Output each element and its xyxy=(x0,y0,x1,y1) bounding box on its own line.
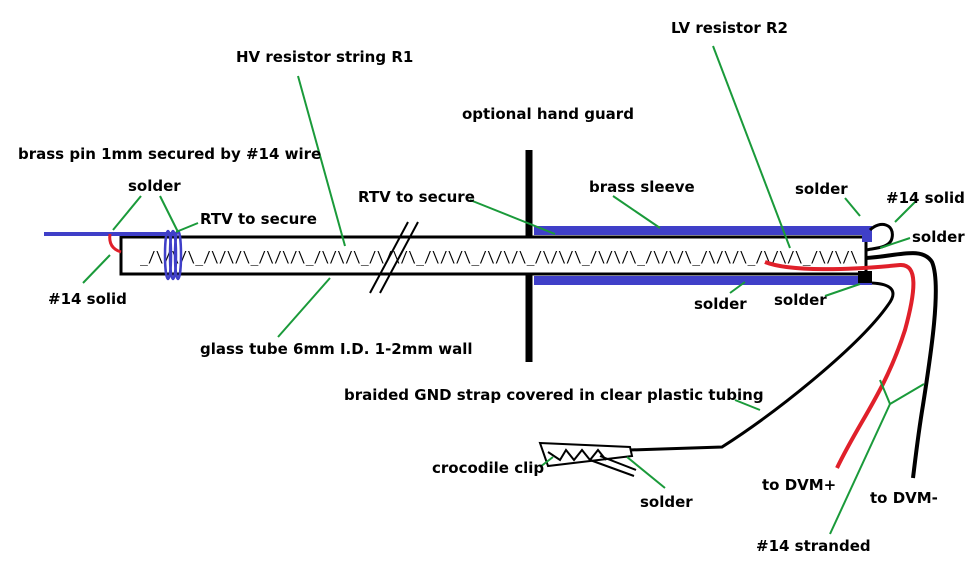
leader-solid-left xyxy=(82,254,111,284)
label-crocodile-clip: crocodile clip xyxy=(432,459,544,477)
label-glass-tube: glass tube 6mm I.D. 1-2mm wall xyxy=(200,340,472,358)
glass-tube xyxy=(119,235,868,276)
label-solder-top-right: solder xyxy=(795,180,848,198)
leader-solder-right xyxy=(879,237,911,249)
label-solder-clip: solder xyxy=(640,493,693,511)
leader-brass-sleeve xyxy=(612,195,661,229)
leader-lv-resistor xyxy=(712,45,791,249)
leader-glass-tube xyxy=(277,277,331,338)
label-stranded: #14 stranded xyxy=(756,537,871,555)
leader-rtv-left xyxy=(175,222,199,233)
label-hand-guard: optional hand guard xyxy=(462,105,634,123)
black-wire-dvm-minus xyxy=(865,251,938,479)
top-end-cap xyxy=(862,229,872,242)
leader-solder-clip xyxy=(626,456,666,489)
red-wire-dvm-plus xyxy=(764,260,916,469)
label-solid-top-right: #14 solid xyxy=(886,189,965,207)
crocodile-clip xyxy=(538,441,637,477)
left-red-wire xyxy=(108,233,122,254)
leader-solder-tl-2 xyxy=(159,195,179,233)
label-lv-resistor: LV resistor R2 xyxy=(671,19,788,37)
label-rtv-middle: RTV to secure xyxy=(358,188,475,206)
leader-stranded-1 xyxy=(829,403,891,535)
break-mark-1 xyxy=(369,221,409,294)
leader-stranded-2 xyxy=(879,379,891,405)
leader-solder-bottom-right xyxy=(824,283,861,297)
leader-gnd-strap xyxy=(734,399,761,411)
leader-solder-tl-1 xyxy=(112,195,142,231)
brass-sleeve-top xyxy=(534,226,872,235)
label-dvm-plus: to DVM+ xyxy=(762,476,836,494)
bottom-end-cap xyxy=(858,271,872,283)
label-hv-resistor: HV resistor string R1 xyxy=(236,48,413,66)
label-solder-right: solder xyxy=(912,228,965,246)
leader-solid-tr xyxy=(894,201,916,223)
break-mark-2 xyxy=(379,221,419,294)
label-solder-under-sleeve: solder xyxy=(694,295,747,313)
leader-hv-resistor xyxy=(297,75,346,247)
label-dvm-minus: to DVM- xyxy=(870,489,938,507)
label-solder-top-left: solder xyxy=(128,177,181,195)
label-solid-left: #14 solid xyxy=(48,290,127,308)
leader-solder-under-sleeve xyxy=(729,281,746,294)
label-solder-bottom-right: solder xyxy=(774,291,827,309)
label-brass-sleeve: brass sleeve xyxy=(589,178,695,196)
leader-rtv-middle xyxy=(469,199,556,235)
brass-sleeve-bottom xyxy=(534,276,872,285)
label-brass-pin: brass pin 1mm secured by #14 wire xyxy=(18,145,321,163)
label-rtv-left: RTV to secure xyxy=(200,210,317,228)
leader-stranded-3 xyxy=(889,383,925,405)
label-gnd-strap: braided GND strap covered in clear plast… xyxy=(344,386,764,404)
resistor-string: _/\/\/\_/\/\/\_/\/\/\_/\/\/\_/\/\/\_/\/\… xyxy=(140,248,858,266)
leader-solder-tr xyxy=(844,197,861,217)
gnd-strap xyxy=(629,281,895,452)
top-solid-wire xyxy=(865,222,894,252)
leader-crocodile-clip xyxy=(539,456,554,468)
